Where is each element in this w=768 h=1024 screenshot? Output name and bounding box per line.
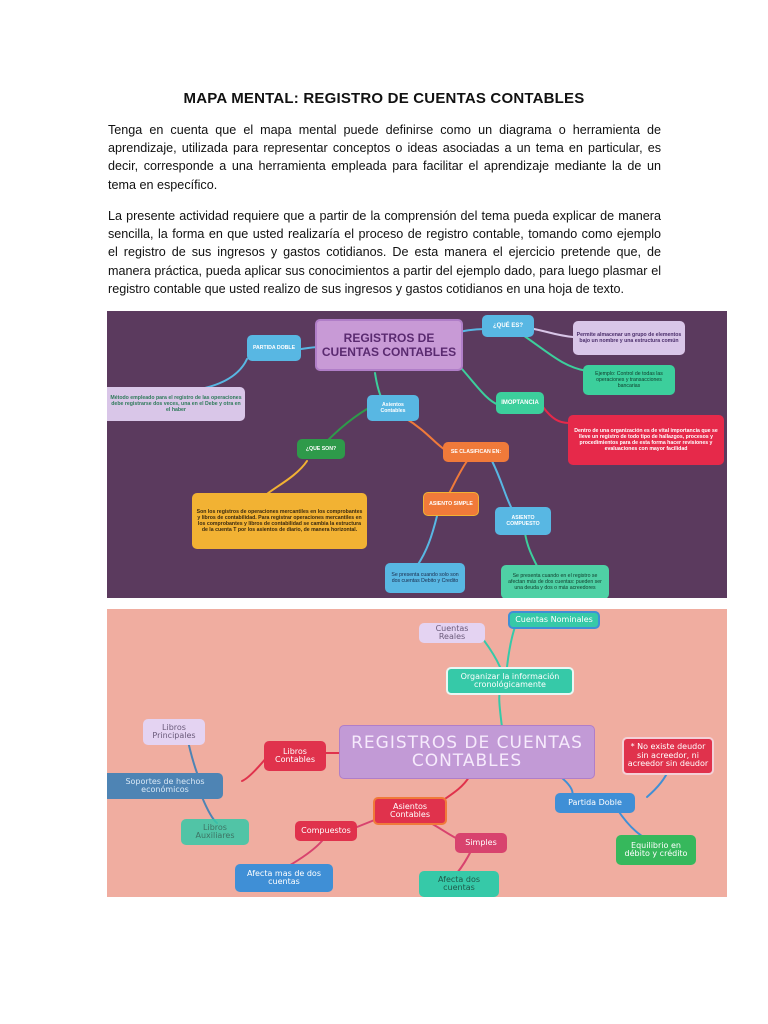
importancia-node: IMOPTANCIA (496, 392, 544, 414)
partida-doble-definition: Método empleado para el registro de las … (107, 387, 245, 421)
mind-map-image-1: REGISTROS DE CUENTAS CONTABLES ¿QUÉ ES? … (107, 311, 727, 598)
connector-lines (176, 326, 588, 567)
ejemplo-node: Ejemplo: Control de todas las operacione… (583, 365, 675, 395)
que-es-node: ¿QUÉ ES? (482, 315, 534, 337)
que-son-node: ¿QUE SON? (297, 439, 345, 459)
partida-doble-node-2: Partida Doble (555, 793, 635, 813)
se-clasifican-node: SE CLASIFICAN EN: (443, 442, 509, 462)
afecta-mas-node: Afecta mas de dos cuentas (235, 864, 333, 892)
asientos-contables-node-2: Asientos Contables (373, 797, 447, 825)
equilibrio-node: Equilibrio en débito y crédito (616, 835, 696, 865)
asiento-compuesto-definition: Se presenta cuando en el registro se afe… (501, 565, 609, 598)
compuestos-node: Compuestos (295, 821, 357, 841)
cuentas-nominales-node: Cuentas Nominales (508, 611, 600, 629)
libros-auxiliares-node: Libros Auxiliares (181, 819, 249, 845)
importancia-definition: Dentro de una organización es de vital i… (568, 415, 724, 465)
no-existe-node: * No existe deudor sin acreedor, ni acre… (622, 737, 714, 775)
soportes-node: Soportes de hechos económicos (107, 773, 223, 799)
libros-principales-node: Libros Principales (143, 719, 205, 745)
que-es-definition: Permite almacenar un grupo de elementos … (573, 321, 685, 355)
partida-doble-node: PARTIDA DOBLE (247, 335, 301, 361)
asientos-contables-node: Asientos Contables (367, 395, 419, 421)
libros-contables-node: Libros Contables (264, 741, 326, 771)
organizar-node: Organizar la información cronológicament… (446, 667, 574, 695)
simples-node: Simples (455, 833, 507, 853)
mind-map-image-2: REGISTROS DE CUENTAS CONTABLES Cuentas N… (107, 609, 727, 897)
activity-paragraph: La presente actividad requiere que a par… (108, 209, 661, 296)
intro-paragraph: Tenga en cuenta que el mapa mental puede… (108, 123, 661, 192)
asiento-compuesto-node: ASIENTO COMPUESTO (495, 507, 551, 535)
document-title: MAPA MENTAL: REGISTRO DE CUENTAS CONTABL… (183, 90, 585, 107)
center-node: REGISTROS DE CUENTAS CONTABLES (315, 319, 463, 371)
cuentas-reales-node: Cuentas Reales (419, 623, 485, 643)
afecta-dos-node: Afecta dos cuentas (419, 871, 499, 897)
asiento-simple-node: ASIENTO SIMPLE (423, 492, 479, 516)
asiento-simple-definition: Se presenta cuando solo son dos cuentas … (385, 563, 465, 593)
que-son-definition: Son los registros de operaciones mercant… (192, 493, 367, 549)
center-node-2: REGISTROS DE CUENTAS CONTABLES (339, 725, 595, 779)
